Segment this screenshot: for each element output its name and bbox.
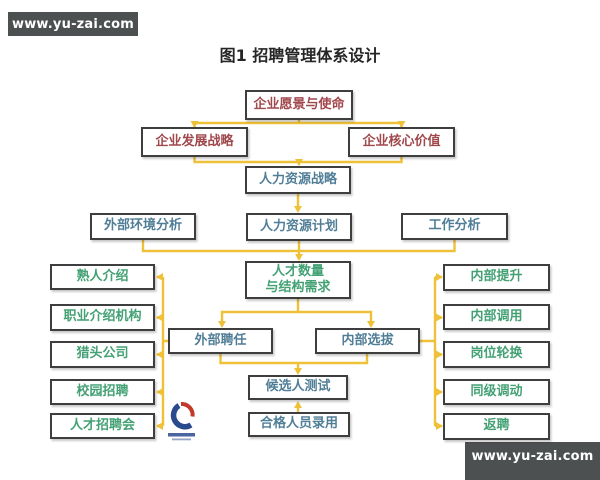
node-lateral-move: 同级调动: [443, 379, 550, 405]
node-hr-plan: 人力资源计划: [246, 213, 352, 241]
node-hr-strategy: 人力资源战略: [245, 166, 351, 194]
node-candidate-testing: 候选人测试: [248, 375, 348, 400]
node-development-strategy: 企业发展战略: [141, 127, 248, 157]
talent-demand-line1: 人才数量: [271, 263, 324, 279]
swirl-globe-logo-icon: [168, 402, 195, 441]
node-employment-agency: 职业介绍机构: [50, 304, 155, 331]
diagram-title: 图1 招聘管理体系设计: [219, 46, 381, 65]
node-headhunter: 猎头公司: [50, 341, 155, 368]
node-job-analysis: 工作分析: [401, 213, 508, 240]
node-internal-selection: 内部选拔: [315, 328, 420, 354]
watermark-top-left: www.yu-zai.com: [8, 12, 138, 36]
node-core-values: 企业核心价值: [348, 127, 455, 157]
node-job-rotation: 岗位轮换: [443, 341, 550, 368]
talent-demand-line2: 与结构需求: [265, 280, 331, 295]
node-rehire: 返聘: [443, 413, 550, 440]
node-internal-promotion: 内部提升: [443, 264, 550, 291]
node-vision-mission: 企业愿景与使命: [245, 90, 353, 120]
node-talent-demand: 人才数量 与结构需求: [245, 261, 351, 299]
node-environment-analysis: 外部环境分析: [90, 213, 196, 240]
watermark-bottom-right: www.yu-zai.com: [465, 442, 600, 480]
node-qualified-hiring: 合格人员录用: [248, 412, 350, 437]
node-campus-recruiting: 校园招聘: [50, 379, 155, 405]
node-internal-transfer: 内部调用: [443, 304, 550, 330]
node-job-fair: 人才招聘会: [50, 413, 155, 439]
node-external-hiring: 外部聘任: [168, 328, 273, 354]
arrowheads: [156, 121, 443, 430]
node-referral: 熟人介绍: [50, 264, 155, 290]
